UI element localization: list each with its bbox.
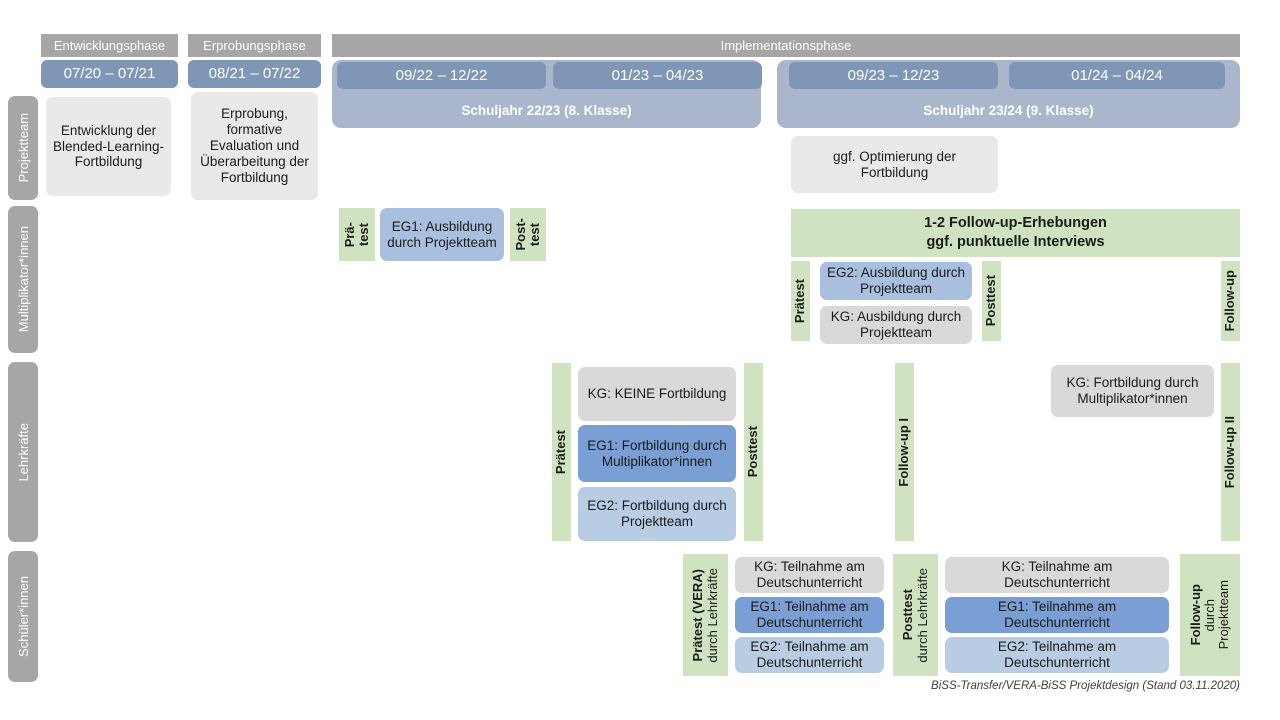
green-posttest-multiplikatoren-2: Posttest xyxy=(982,261,1001,341)
box-text: KG: Fortbildung durch Multiplikator*inne… xyxy=(1066,375,1199,406)
date-pill-0923-1223: 09/23 – 12/23 xyxy=(789,62,998,89)
box-text: Entwicklung der Blended-Learning-Fortbil… xyxy=(52,122,165,170)
green-label-reg: Projektteam xyxy=(1216,580,1232,650)
box-text: EG1: Ausbildung durch Projektteam xyxy=(387,218,497,250)
green-posttest-schueler: Posttest durch Lehrkräfte xyxy=(893,554,938,676)
row-label-lehrkraefte: Lehrkräfte xyxy=(8,362,38,542)
phase-label: Entwicklungsphase xyxy=(53,37,166,53)
box-optimierung-fortbildung: ggf. Optimierung der Fortbildung xyxy=(791,136,998,193)
green-label-reg: durch Lehrkräfte xyxy=(914,567,930,663)
box-erprobung-evaluation: Erprobung, formative Evaluation und Über… xyxy=(191,92,318,200)
green-label-line: test xyxy=(356,222,371,247)
box-text: Erprobung, formative Evaluation und Über… xyxy=(200,106,309,185)
date-pill-0821-0722: 08/21 – 07/22 xyxy=(188,60,321,88)
row-label-text: Schüler*innen xyxy=(15,576,31,657)
green-followup-1-lehrkraefte: Follow-up I xyxy=(895,363,914,541)
banner-line-1: 1-2 Follow-up-Erhebungen xyxy=(924,215,1107,232)
phase-bar-implementationsphase: Implementationsphase xyxy=(332,34,1240,57)
box-eg2-ausbildung-projektteam: EG2: Ausbildung durch Projektteam xyxy=(820,262,972,300)
date-pill-0124-0424: 01/24 – 04/24 xyxy=(1009,62,1225,89)
footer-credit: BiSS-Transfer/VERA-BiSS Projektdesign (S… xyxy=(780,680,1240,696)
phase-label: Erprobungsphase xyxy=(203,37,306,53)
green-posttest-lehrkraefte: Posttest xyxy=(744,363,763,541)
green-label-line: Prä- xyxy=(341,221,357,248)
date-label: 09/22 – 12/22 xyxy=(395,66,488,84)
box-text: EG1: Teilnahme am Deutschunterricht xyxy=(997,599,1117,630)
date-pill-0922-1222: 09/22 – 12/22 xyxy=(337,62,546,89)
box-entwicklung-fortbildung: Entwicklung der Blended-Learning-Fortbil… xyxy=(46,97,171,196)
green-posttest-multiplikatoren-1: Post- test xyxy=(510,208,546,261)
date-label: 09/23 – 12/23 xyxy=(847,66,940,84)
green-label-bold: Posttest xyxy=(900,589,916,641)
green-label: Prätest xyxy=(553,429,569,475)
green-label: Follow-up II xyxy=(1222,415,1238,489)
green-followup-multiplikatoren: Follow-up xyxy=(1221,261,1240,341)
box-eg2-teilnahme-deutschunterricht-1: EG2: Teilnahme am Deutschunterricht xyxy=(735,637,884,673)
date-pill-0720-0721: 07/20 – 07/21 xyxy=(41,60,178,88)
green-label-line: Post- xyxy=(512,218,528,251)
green-label-reg: durch Lehrkräfte xyxy=(704,567,720,663)
box-text: KG: Teilnahme am Deutschunterricht xyxy=(754,559,865,590)
box-text: ggf. Optimierung der Fortbildung xyxy=(832,148,957,180)
green-praetest-lehrkraefte: Prätest xyxy=(552,363,571,541)
box-eg1-teilnahme-deutschunterricht-2: EG1: Teilnahme am Deutschunterricht xyxy=(945,597,1169,633)
row-label-text: Multiplikator*innen xyxy=(15,226,31,333)
green-banner-followup-erhebungen: 1-2 Follow-up-Erhebungen ggf. punktuelle… xyxy=(791,209,1240,257)
banner-line-2: ggf. punktuelle Interviews xyxy=(926,234,1105,250)
green-praetest-vera-schueler: Prätest (VERA) durch Lehrkräfte xyxy=(683,554,728,676)
date-pill-0123-0423: 01/23 – 04/23 xyxy=(553,62,762,89)
green-label: Prätest xyxy=(792,278,808,324)
box-kg-teilnahme-deutschunterricht-2: KG: Teilnahme am Deutschunterricht xyxy=(945,557,1169,593)
box-eg1-teilnahme-deutschunterricht-1: EG1: Teilnahme am Deutschunterricht xyxy=(735,597,884,633)
date-label: 07/20 – 07/21 xyxy=(63,65,156,83)
green-label-reg: durch xyxy=(1201,598,1217,632)
box-text: EG2: Teilnahme am Deutschunterricht xyxy=(750,639,869,670)
box-kg-fortbildung-multiplikatoren: KG: Fortbildung durch Multiplikator*inne… xyxy=(1051,365,1214,417)
green-label: Posttest xyxy=(983,275,999,327)
box-text: EG2: Ausbildung durch Projektteam xyxy=(826,265,966,296)
box-kg-teilnahme-deutschunterricht-1: KG: Teilnahme am Deutschunterricht xyxy=(735,557,884,593)
phase-bar-entwicklungsphase: Entwicklungsphase xyxy=(41,34,178,57)
box-eg1-fortbildung-multiplikatoren: EG1: Fortbildung durch Multiplikator*inn… xyxy=(578,425,736,482)
footer-text: BiSS-Transfer/VERA-BiSS Projektdesign (S… xyxy=(931,680,1240,692)
green-praetest-multiplikatoren-2: Prätest xyxy=(791,261,810,341)
box-eg1-ausbildung-projektteam: EG1: Ausbildung durch Projektteam xyxy=(380,208,504,261)
box-text: EG1: Fortbildung durch Multiplikator*inn… xyxy=(587,437,727,469)
date-label: 01/23 – 04/23 xyxy=(611,66,704,84)
box-text: EG2: Teilnahme am Deutschunterricht xyxy=(997,639,1117,670)
school-year-label: Schuljahr 23/24 (9. Klasse) xyxy=(923,103,1094,118)
box-eg2-fortbildung-projektteam: EG2: Fortbildung durch Projektteam xyxy=(578,487,736,541)
box-kg-keine-fortbildung: KG: KEINE Fortbildung xyxy=(578,367,736,421)
box-text: KG: KEINE Fortbildung xyxy=(587,386,727,402)
box-kg-ausbildung-projektteam: KG: Ausbildung durch Projektteam xyxy=(820,306,972,344)
school-year-label: Schuljahr 22/23 (8. Klasse) xyxy=(461,103,632,118)
row-label-schuelerinnen: Schüler*innen xyxy=(8,551,38,682)
box-eg2-teilnahme-deutschunterricht-2: EG2: Teilnahme am Deutschunterricht xyxy=(945,637,1169,673)
green-followup-2-lehrkraefte: Follow-up II xyxy=(1221,363,1240,541)
green-label-bold: Prätest (VERA) xyxy=(690,568,706,662)
row-label-text: Projektteam xyxy=(15,113,31,183)
row-label-projektteam: Projektteam xyxy=(8,96,38,200)
green-label-bold: Follow-up xyxy=(1187,584,1203,646)
phase-label: Implementationsphase xyxy=(720,37,852,53)
box-text: EG1: Teilnahme am Deutschunterricht xyxy=(750,599,869,630)
box-text: KG: Teilnahme am Deutschunterricht xyxy=(1001,559,1113,590)
green-label: Follow-up xyxy=(1222,270,1238,332)
green-praetest-multiplikatoren-1: Prä- test xyxy=(339,208,375,261)
date-label: 01/24 – 04/24 xyxy=(1071,66,1163,84)
box-text: KG: Ausbildung durch Projektteam xyxy=(830,309,962,340)
green-label-line: test xyxy=(527,222,542,247)
green-label: Follow-up I xyxy=(896,417,912,487)
box-text: EG2: Fortbildung durch Projektteam xyxy=(587,498,727,529)
date-label: 08/21 – 07/22 xyxy=(208,65,301,83)
row-label-text: Lehrkräfte xyxy=(15,422,31,482)
row-label-multiplikatorinnen: Multiplikator*innen xyxy=(8,206,38,353)
green-label: Posttest xyxy=(745,426,761,478)
green-followup-schueler: Follow-up durch Projektteam xyxy=(1180,554,1240,676)
phase-bar-erprobungsphase: Erprobungsphase xyxy=(188,34,321,57)
